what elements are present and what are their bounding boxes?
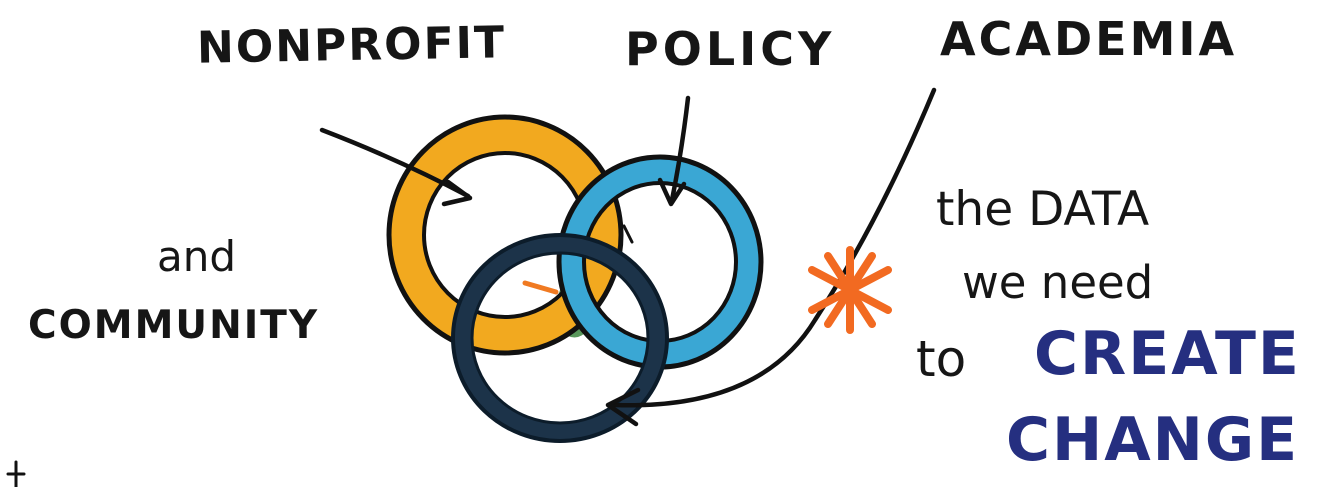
community-circle xyxy=(453,235,667,441)
academia-arrow xyxy=(612,87,937,408)
change-emphasis: CHANGE xyxy=(1006,405,1300,475)
policy-label: POLICY xyxy=(625,22,836,76)
community-circle-outline-outer xyxy=(451,233,669,443)
policy-arrowhead xyxy=(657,177,687,207)
academia-label: ACADEMIA xyxy=(940,12,1238,66)
policy-arrow xyxy=(669,95,691,203)
create-emphasis: CREATE xyxy=(1034,319,1301,389)
star-icon xyxy=(808,246,892,334)
tagline-line3: to xyxy=(916,330,967,388)
tagline-line2: we need xyxy=(962,256,1154,309)
nonprofit-label: NONPROFIT xyxy=(196,17,507,74)
overlap-orange-dash xyxy=(522,280,559,295)
academia-arrowhead xyxy=(605,387,641,427)
nonprofit-circle xyxy=(390,118,620,352)
tagline-line1: the DATA xyxy=(936,182,1150,237)
partial-glyph xyxy=(6,460,26,487)
tick-mark xyxy=(622,224,634,244)
and-label: and xyxy=(157,232,237,281)
community-label: COMMUNITY xyxy=(28,303,320,348)
nonprofit-circle-outline-outer xyxy=(386,114,624,356)
nonprofit-arrowhead xyxy=(441,179,473,207)
community-circle-outline-inner xyxy=(470,251,650,425)
